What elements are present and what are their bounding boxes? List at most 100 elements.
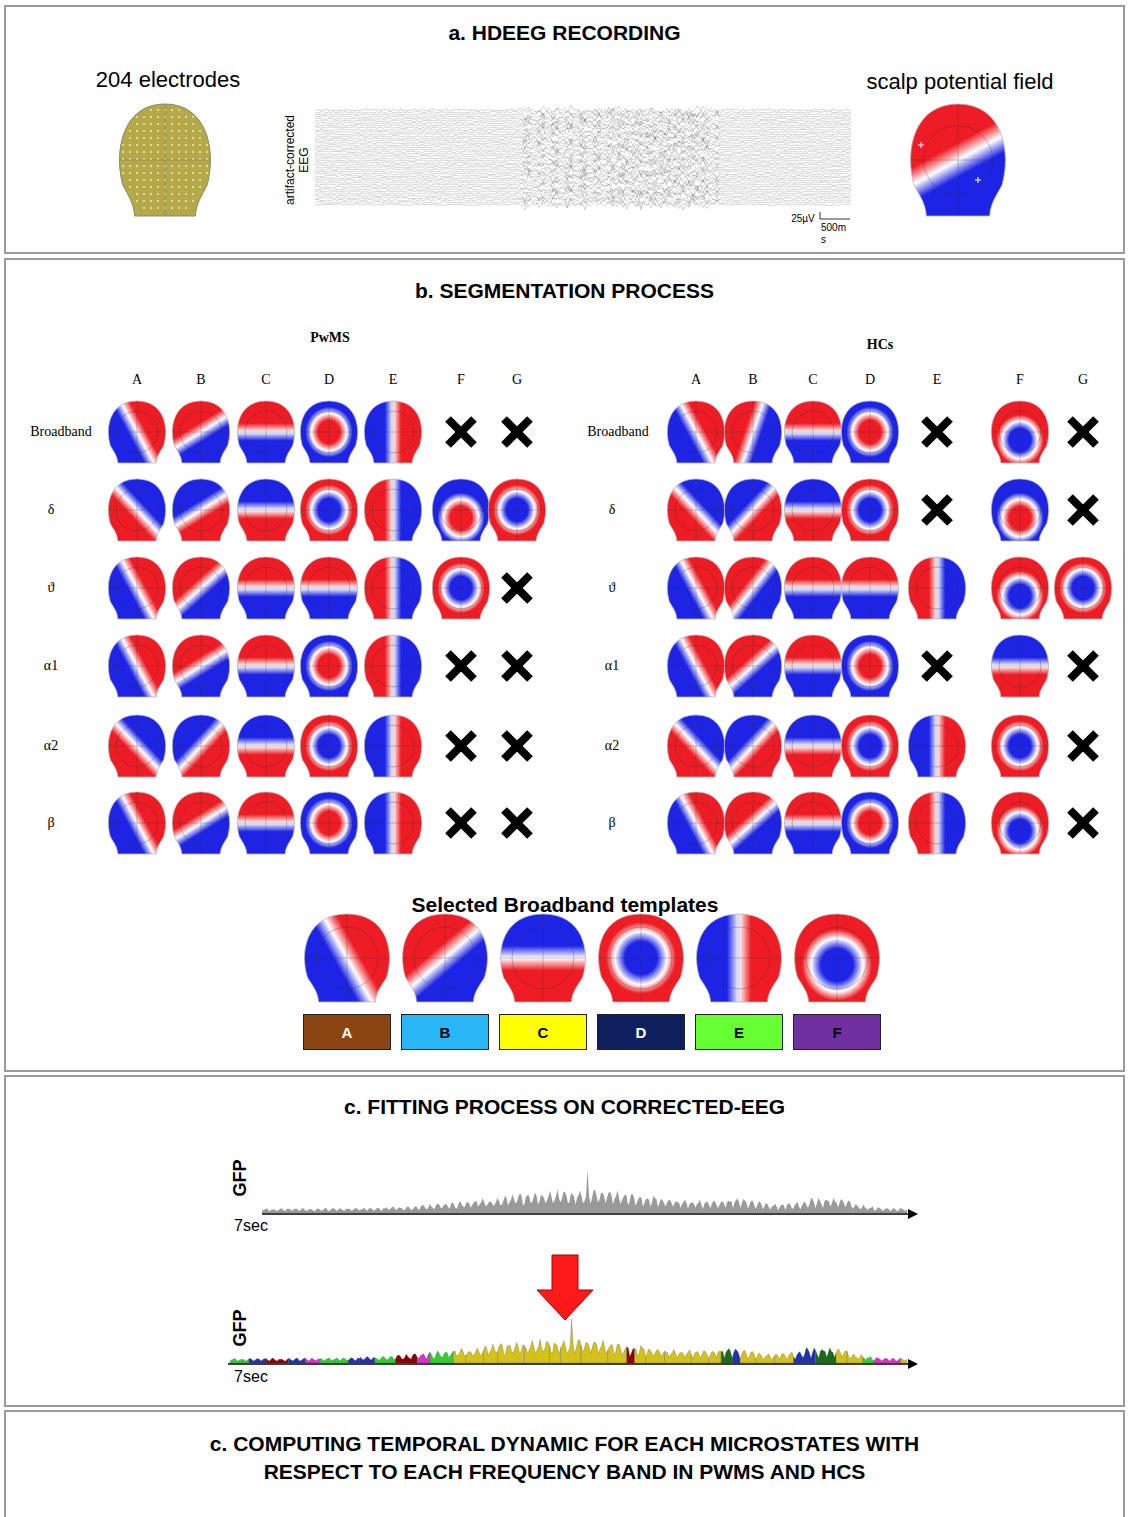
column-label: D [324, 372, 334, 388]
topographic-map [364, 401, 422, 463]
topographic-map [237, 401, 295, 463]
topographic-map [1054, 557, 1112, 619]
topographic-map [364, 792, 422, 854]
band-label: ϑ [48, 580, 55, 596]
time-axis [228, 1359, 918, 1369]
topographic-map [598, 914, 684, 1002]
topographic-map [724, 635, 782, 697]
band-label: β [47, 815, 54, 831]
topographic-map [172, 792, 230, 854]
panel: c. FITTING PROCESS ON CORRECTED-EEG [4, 1075, 1125, 1407]
band-label: β [608, 815, 615, 831]
topographic-map [908, 715, 966, 777]
scale-label: 25µV [791, 213, 815, 225]
missing-map-cross [924, 497, 950, 523]
topographic-map [108, 479, 166, 541]
legend-swatch: C [499, 1014, 587, 1050]
missing-map-cross [1070, 733, 1096, 759]
panel: c. COMPUTING TEMPORAL DYNAMIC FOR EACH M… [4, 1410, 1125, 1517]
column-label: G [512, 372, 522, 388]
topographic-map [784, 557, 842, 619]
topographic-map [991, 792, 1049, 854]
missing-map-cross [504, 419, 530, 445]
topographic-map [667, 715, 725, 777]
missing-map-cross [924, 653, 950, 679]
panel-heading: c. FITTING PROCESS ON CORRECTED-EEG [65, 1093, 1065, 1121]
topographic-map [724, 715, 782, 777]
topographic-map [784, 792, 842, 854]
down-arrow [537, 1255, 593, 1320]
band-label: Broadband [30, 424, 91, 440]
topographic-map [784, 635, 842, 697]
missing-map-cross [924, 419, 950, 445]
topographic-map [172, 401, 230, 463]
legend-text: A [342, 1024, 353, 1041]
column-label: A [132, 372, 142, 388]
missing-map-cross [1070, 653, 1096, 679]
topographic-map [108, 635, 166, 697]
topographic-map [108, 557, 166, 619]
topographic-map [432, 557, 490, 619]
topographic-map [300, 479, 358, 541]
topographic-map [724, 792, 782, 854]
topographic-map [991, 479, 1049, 541]
topographic-map [364, 479, 422, 541]
topographic-map [908, 792, 966, 854]
group-label: PwMS [310, 330, 350, 346]
topographic-map [237, 635, 295, 697]
missing-map-cross [504, 733, 530, 759]
caption-label: 204 electrodes [96, 67, 240, 92]
legend-swatch: D [597, 1014, 685, 1050]
topographic-map [108, 792, 166, 854]
legend-text: C [538, 1024, 549, 1041]
missing-map-cross [504, 653, 530, 679]
topographic-map [991, 401, 1049, 463]
topographic-map [667, 792, 725, 854]
topographic-map [667, 557, 725, 619]
topographic-map [724, 401, 782, 463]
band-label: ϑ [609, 580, 616, 596]
topographic-map [500, 914, 586, 1002]
topographic-map [724, 557, 782, 619]
column-label: C [808, 372, 817, 388]
scale-label: 500m s [821, 222, 851, 245]
topographic-map [910, 104, 1006, 216]
axis-label: 7sec [234, 1368, 268, 1386]
band-label: α1 [605, 658, 619, 674]
topographic-map [784, 715, 842, 777]
topographic-map [991, 635, 1049, 697]
band-label: δ [48, 502, 55, 518]
topographic-map [841, 401, 899, 463]
axis-label: artifact-corrected EEG [284, 104, 312, 216]
topographic-map [667, 479, 725, 541]
column-label: B [748, 372, 757, 388]
topographic-map [172, 479, 230, 541]
topographic-map [488, 479, 546, 541]
band-label: α2 [605, 738, 619, 754]
plus-marks [918, 142, 981, 183]
column-label: C [261, 372, 270, 388]
topographic-map [841, 479, 899, 541]
topographic-map [794, 914, 880, 1002]
scale-bar [820, 212, 850, 219]
topographic-map [237, 792, 295, 854]
column-label: F [1016, 372, 1024, 388]
panel: b. SEGMENTATION PROCESS [4, 258, 1125, 1072]
column-label: E [389, 372, 398, 388]
axis-label: GFP [230, 1309, 251, 1346]
topographic-map [364, 635, 422, 697]
topographic-map [991, 715, 1049, 777]
topographic-map [841, 557, 899, 619]
panel-heading: c. COMPUTING TEMPORAL DYNAMIC FOR EACH M… [165, 1430, 965, 1486]
missing-map-cross [504, 575, 530, 601]
gfp-microstate-trace [230, 1319, 907, 1363]
topographic-map [108, 401, 166, 463]
group-label: HCs [867, 337, 893, 353]
topographic-map [432, 479, 490, 541]
column-label: D [865, 372, 875, 388]
topographic-map [172, 715, 230, 777]
topographic-map [300, 557, 358, 619]
topographic-map [300, 635, 358, 697]
topographic-map [237, 557, 295, 619]
